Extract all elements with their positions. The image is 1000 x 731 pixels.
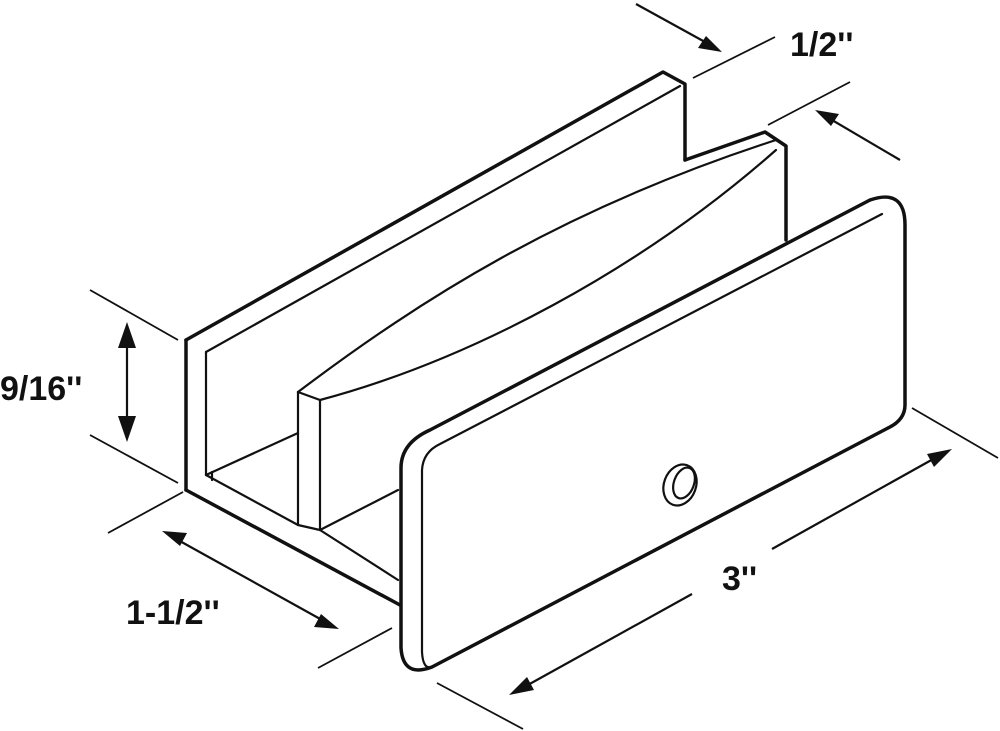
channel-floor-back	[204, 431, 300, 477]
arrow-head	[698, 36, 722, 52]
extension-line	[911, 407, 999, 459]
arrow-head	[815, 110, 839, 126]
back-wall-inner-top-edge	[204, 84, 682, 354]
dimension-arrow	[525, 593, 693, 687]
guide-part	[184, 70, 907, 672]
dimension-arrow	[831, 119, 901, 161]
arrow-head	[314, 614, 339, 629]
base-inner-bottom	[204, 473, 400, 582]
center-rib-top	[683, 130, 788, 242]
arrow-head	[927, 449, 952, 467]
arrow-head	[118, 322, 136, 348]
dimension-arrow	[771, 457, 936, 550]
screw-hole-inner	[672, 466, 696, 500]
extension-line	[317, 627, 393, 669]
extension-line	[89, 289, 179, 341]
extension-line	[436, 682, 524, 730]
dimension-arrow	[635, 3, 706, 43]
dimension-label-length: 3''	[722, 560, 757, 598]
front-plate-inner-edge	[420, 212, 884, 669]
arrow-head	[162, 531, 187, 546]
front-plate-outline	[399, 195, 907, 672]
center-rib-curve-upper	[296, 138, 778, 394]
dimension-label-height: 9/16''	[0, 370, 82, 408]
channel-floor-front	[318, 488, 400, 532]
arrow-head	[118, 416, 136, 442]
center-rib-curve-lower	[318, 148, 778, 402]
back-wall	[184, 70, 687, 342]
extension-line	[692, 36, 776, 79]
dimension-arrow	[177, 539, 323, 621]
extension-line	[89, 434, 179, 484]
dimension-label-top-width: 1/2''	[790, 26, 853, 64]
base-bottom-edge	[184, 488, 402, 607]
center-rib-front	[296, 390, 322, 532]
dimension-length: 3''	[436, 407, 999, 730]
dimension-base-width: 1-1/2''	[107, 491, 393, 669]
arrow-head	[509, 677, 534, 695]
screw-hole	[662, 463, 698, 507]
extension-line	[107, 491, 184, 534]
dimension-height: 9/16''	[0, 289, 179, 484]
extension-line	[767, 81, 851, 126]
dimension-top-width: 1/2''	[635, 3, 901, 161]
dimension-label-base-width: 1-1/2''	[126, 594, 220, 632]
